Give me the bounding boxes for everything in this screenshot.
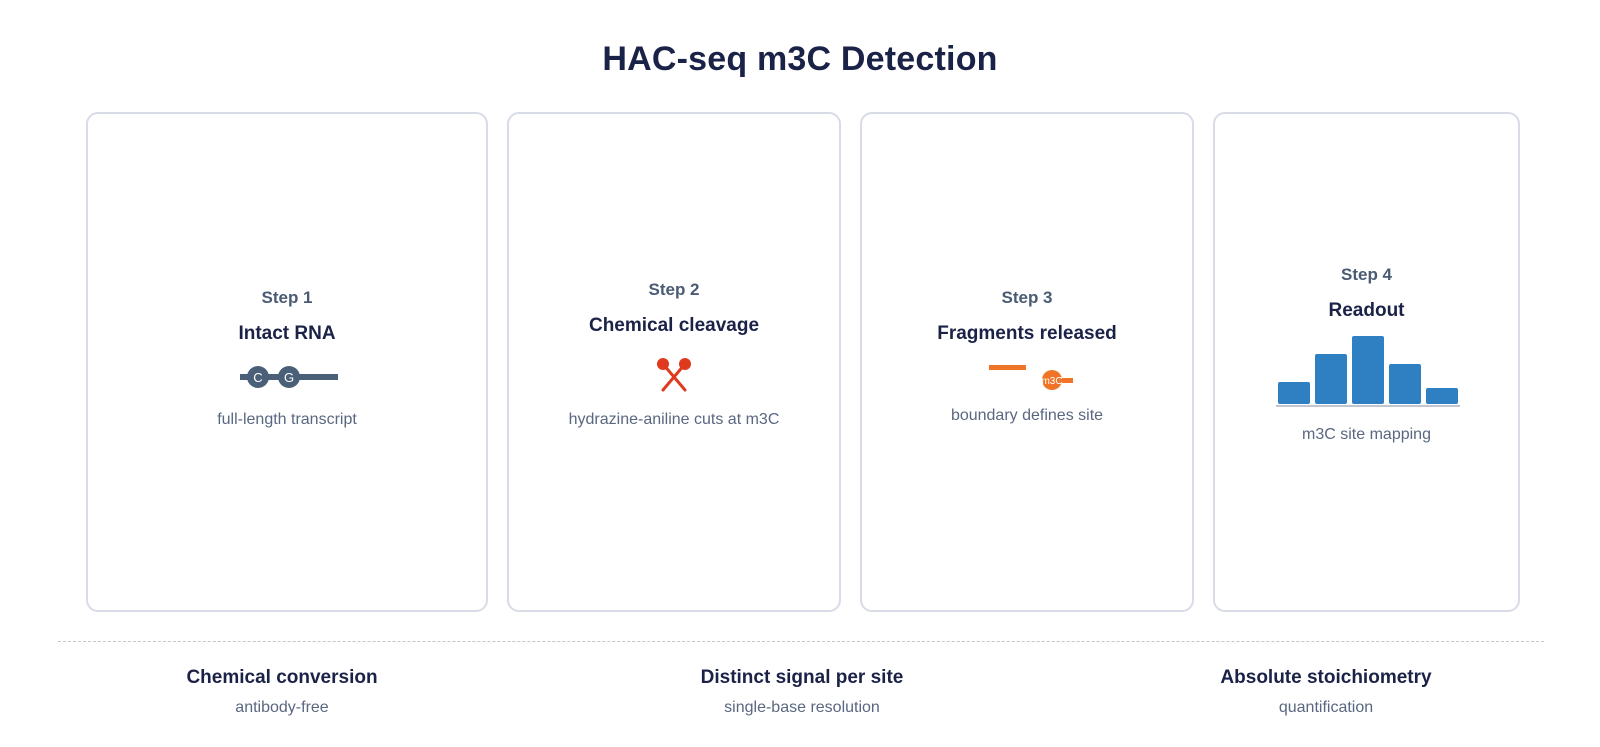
bar-chart-bar <box>1351 336 1384 404</box>
rna-fragments-icon: m3C <box>989 365 1073 390</box>
feature-title: Absolute stoichiometry <box>1220 667 1432 688</box>
page-title: HAC-seq m3C Detection <box>602 40 998 78</box>
step-card-4: Step 4 Readout m3C site mapping <box>1213 112 1520 612</box>
feature-subtitle: antibody-free <box>235 699 329 716</box>
step-label: Step 4 <box>1340 265 1393 284</box>
section-divider <box>58 641 1544 642</box>
bar-chart-icon <box>1275 336 1460 407</box>
step-title: Chemical cleavage <box>588 315 760 336</box>
feature-distinct-signal: Distinct signal per site single-base res… <box>602 665 1002 719</box>
step-label: Step 1 <box>261 288 313 307</box>
step-description: full-length transcript <box>217 411 357 428</box>
step-title: Readout <box>1328 300 1405 321</box>
rna-strand-icon: C G <box>240 366 338 388</box>
m3c-marker-label: m3C <box>1041 376 1062 387</box>
bar-chart-bar <box>1277 382 1310 404</box>
feature-title: Distinct signal per site <box>700 667 904 688</box>
feature-subtitle: quantification <box>1278 699 1374 716</box>
bar-chart-bar <box>1425 388 1458 404</box>
step-description: hydrazine-aniline cuts at m3C <box>568 411 780 428</box>
bar-chart-bar <box>1314 354 1347 404</box>
scissors-icon <box>657 358 691 392</box>
step-label: Step 2 <box>648 280 700 299</box>
feature-title: Chemical conversion <box>186 667 378 688</box>
feature-chemical-conversion: Chemical conversion antibody-free <box>82 665 482 719</box>
step-label: Step 3 <box>1001 288 1053 307</box>
step-title: Intact RNA <box>238 323 336 344</box>
step-card-2: Step 2 Chemical cleavage hydrazine-anili… <box>507 112 841 612</box>
feature-subtitle: single-base resolution <box>724 699 880 716</box>
step-card-3: Step 3 Fragments released m3C boundary d… <box>860 112 1194 612</box>
nucleotide-c-label: C <box>253 370 262 385</box>
bar-chart-bar <box>1388 364 1421 404</box>
nucleotide-g-label: G <box>284 370 294 385</box>
step-title: Fragments released <box>937 323 1117 344</box>
step-description: boundary defines site <box>950 407 1104 424</box>
feature-absolute-stoichiometry: Absolute stoichiometry quantification <box>1126 665 1526 719</box>
step-card-1: Step 1 Intact RNA C G full-length transc… <box>86 112 488 612</box>
step-description: m3C site mapping <box>1302 426 1431 443</box>
